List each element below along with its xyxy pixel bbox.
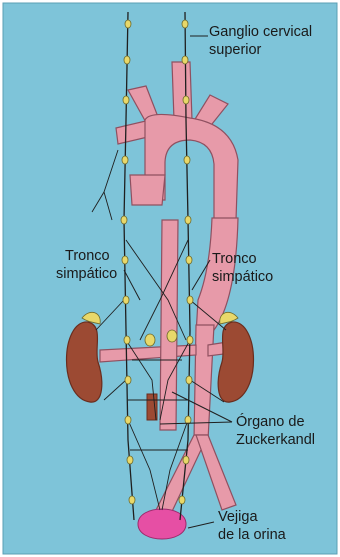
label-organo-line1: Órgano de [236, 413, 315, 431]
label-organo: Órgano de Zuckerkandl [236, 413, 315, 449]
bladder [138, 509, 186, 539]
label-vejiga-line1: Vejiga [218, 508, 286, 526]
label-tronco-left-line1: Tronco [56, 247, 117, 265]
label-ganglio-cervical: Ganglio cervical superior [209, 23, 312, 59]
label-ganglio-cervical-line2: superior [209, 41, 312, 59]
vena-cava [160, 220, 178, 430]
label-tronco-left: Tronco simpático [56, 247, 117, 283]
label-organo-line2: Zuckerkandl [236, 431, 315, 449]
label-tronco-right-line1: Tronco [212, 250, 273, 268]
label-ganglio-cervical-line1: Ganglio cervical [209, 23, 312, 41]
label-tronco-right: Tronco simpático [212, 250, 273, 286]
label-vejiga-line2: de la orina [218, 526, 286, 544]
label-vejiga: Vejiga de la orina [218, 508, 286, 544]
label-tronco-left-line2: simpático [56, 265, 117, 283]
label-tronco-right-line2: simpático [212, 268, 273, 286]
